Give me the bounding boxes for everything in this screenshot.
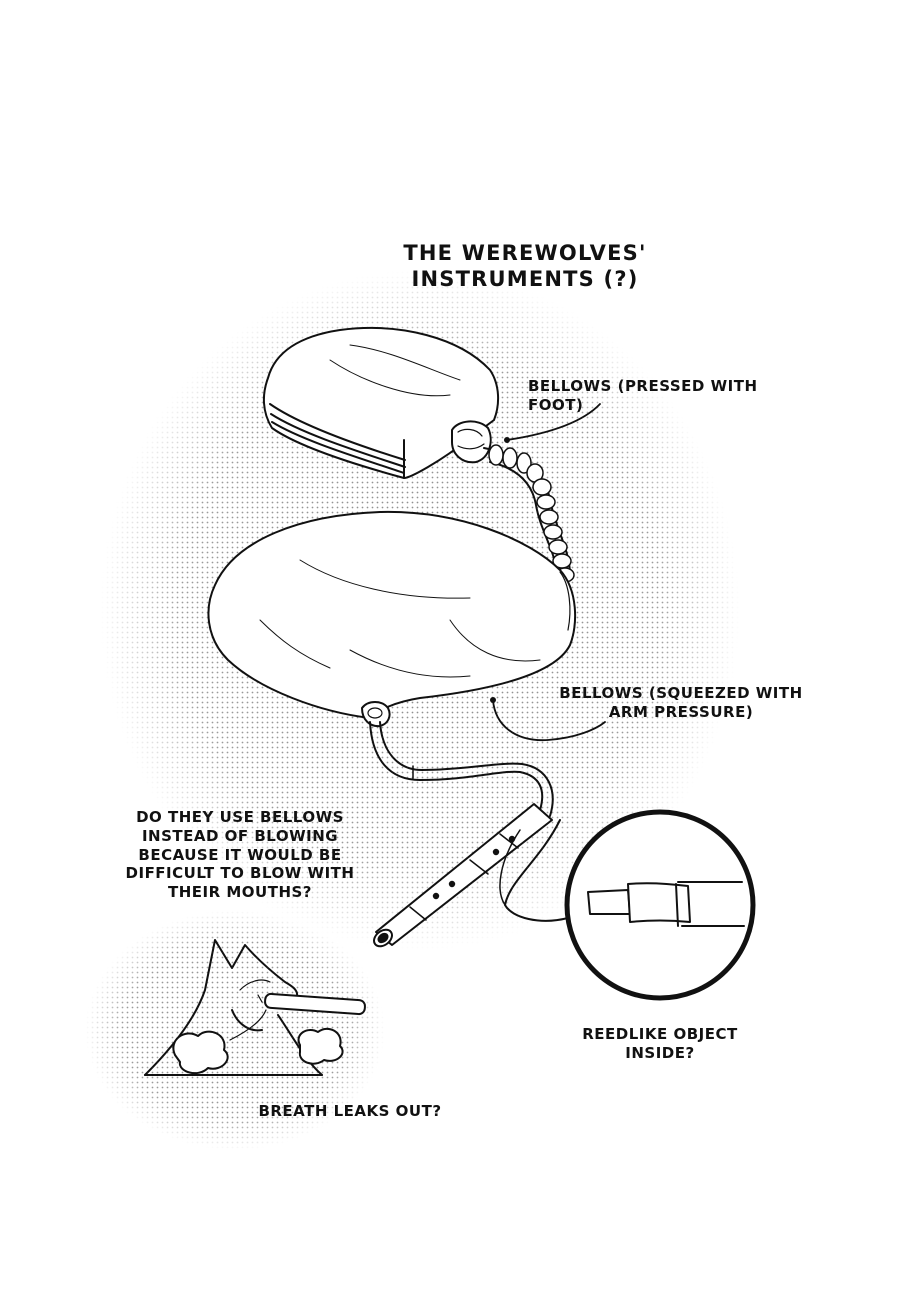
label-bellows-foot: BELLOWS (PRESSED WITH FOOT) (528, 377, 758, 414)
label-question-line: DO THEY USE BELLOWS (136, 808, 344, 826)
label-reed-line: INSIDE? (625, 1043, 695, 1062)
callout-dot-foot (504, 437, 510, 443)
label-reed-line: REEDLIKE OBJECT (582, 1025, 738, 1043)
label-question-line: DIFFICULT TO BLOW WITH (125, 864, 355, 883)
label-bellows-arm-line: BELLOWS (SQUEEZED WITH (559, 684, 803, 702)
label-bellows-arm-line: ARM PRESSURE) (608, 702, 754, 721)
callout-line-foot (506, 403, 601, 441)
foot-bellows-drawing (262, 326, 500, 479)
reed-magnifier-circle (499, 809, 756, 1001)
label-bellows-arm: BELLOWS (SQUEEZED WITH ARM PRESSURE) (556, 684, 806, 722)
label-reed: REEDLIKE OBJECT INSIDE? (560, 1025, 760, 1063)
page-title: THE WEREWOLVES' INSTRUMENTS (?) (403, 241, 647, 292)
label-question-line: BECAUSE IT WOULD BE (138, 845, 342, 864)
segmented-hose-drawing (483, 444, 575, 583)
label-question: DO THEY USE BELLOWS INSTEAD OF BLOWING B… (120, 808, 360, 902)
wolf-blowing-drawing (144, 939, 366, 1076)
label-question-line: INSTEAD OF BLOWING (141, 826, 339, 845)
callout-dot-arm (490, 697, 496, 703)
arm-bellows-drawing (207, 510, 577, 728)
label-breath: BREATH LEAKS OUT? (258, 1102, 442, 1120)
screentone-wolf-background (70, 900, 400, 1160)
label-question-line: THEIR MOUTHS? (167, 883, 313, 901)
callout-line-arm (492, 699, 606, 741)
pipe-instrument-drawing (369, 721, 554, 948)
